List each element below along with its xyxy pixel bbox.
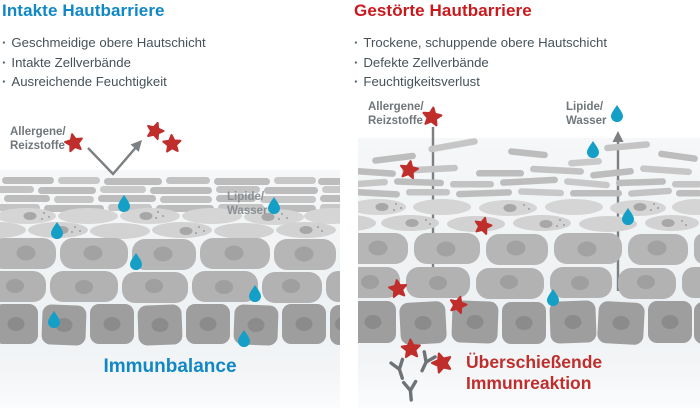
allergens-label: Allergene/ Reizstoffe — [368, 101, 424, 128]
bullet-dot: · — [2, 54, 7, 70]
allergen-star-icon — [144, 119, 167, 142]
bullet-dot: · — [354, 54, 359, 70]
allergen-star-icon — [62, 131, 85, 153]
allergens-label-line2: Reizstoffe — [10, 139, 65, 152]
bullet-item: · Feuchtigkeitsverlust — [354, 72, 607, 92]
lipids-label-line1: Lipide/ — [566, 101, 604, 113]
bullet-dot: · — [2, 74, 7, 89]
panel-title-intact: Intakte Hautbarriere — [2, 1, 165, 20]
allergen-star-icon — [161, 133, 182, 153]
bullet-dot: · — [2, 35, 7, 50]
intact-skin-illustration — [0, 119, 340, 347]
bullet-text: Feuchtigkeitsverlust — [363, 74, 480, 89]
bullet-list-disturbed: ·Trockene, schuppende obere Hautschicht … — [354, 33, 607, 92]
droplet-icon — [611, 105, 623, 122]
caption-line1: Überschießende — [466, 352, 603, 372]
bullet-dot: · — [354, 74, 359, 89]
lipids-water-label: Lipide/ Wasser — [227, 191, 268, 218]
allergen-stars — [62, 119, 182, 153]
bullet-text: Defekte Zellverbände — [363, 54, 489, 70]
bullet-item: ·Intakte Zellverbände — [2, 53, 206, 73]
granular-layer — [358, 199, 700, 232]
bullet-item: · Ausreichende Feuchtigkeit — [2, 72, 206, 92]
lipids-water-label: Lipide/ Wasser — [566, 101, 607, 128]
disturbed-skin-illustration — [358, 105, 700, 403]
panel-title-disturbed: Gestörte Hautbarriere — [354, 1, 532, 20]
bullet-text: Intakte Zellverbände — [11, 54, 131, 70]
lipids-label-line1: Lipide/ — [227, 191, 265, 203]
immunbalance-caption: Immunbalance — [103, 356, 237, 377]
bullet-text: Ausreichende Feuchtigkeit — [11, 74, 167, 89]
disturbed-barrier-panel: Gestörte Hautbarriere · Trockene, schuppe… — [352, 0, 700, 415]
allergens-label-line2: Reizstoffe — [368, 114, 423, 127]
lipids-label-line2: Wasser — [227, 204, 268, 217]
stratum-corneum-layer — [0, 177, 340, 212]
bullet-text: Geschmeidige obere Hautschicht — [11, 35, 206, 50]
droplet-icon — [587, 141, 599, 158]
bounce-arrow-icon — [87, 136, 147, 176]
allergen-star-icon — [428, 349, 455, 375]
immune-overreaction-caption: Überschießende Immunreaktion — [466, 352, 602, 393]
bullet-text: Trockene, schuppende obere Hautschicht — [363, 35, 608, 50]
spinous-layer — [358, 233, 700, 299]
bullet-item: · Trockene, schuppende obere Hautschicht — [354, 33, 607, 53]
basal-layer — [358, 300, 700, 345]
bullet-item: ·Defekte Zellverbände — [354, 53, 607, 73]
bullet-item: · Geschmeidige obere Hautschicht — [2, 33, 206, 53]
granular-layer — [0, 208, 340, 239]
spinous-layer — [0, 238, 340, 303]
allergens-label: Allergene/ Reizstoffe — [10, 126, 66, 153]
flaky-corneum-layer — [358, 138, 700, 198]
allergens-label-line1: Allergene/ — [10, 126, 66, 138]
allergen-star-icon — [398, 158, 421, 180]
lipids-label-line2: Wasser — [566, 114, 607, 127]
antibody-y-icon — [389, 357, 410, 382]
antibodies — [389, 350, 437, 403]
bullet-dot: · — [354, 35, 359, 50]
caption-line2: Immunreaktion — [466, 372, 592, 393]
allergens-label-line1: Allergene/ — [368, 101, 424, 113]
intact-barrier-panel: Intakte Hautbarriere · Geschmeidige obere… — [0, 0, 340, 415]
antibody-y-icon — [401, 379, 419, 403]
allergen-star-icon — [420, 105, 444, 127]
up-arrow-icon — [612, 131, 624, 291]
bullet-list-intact: ·Geschmeidige obere Hautschicht ·Intakte… — [2, 33, 206, 92]
